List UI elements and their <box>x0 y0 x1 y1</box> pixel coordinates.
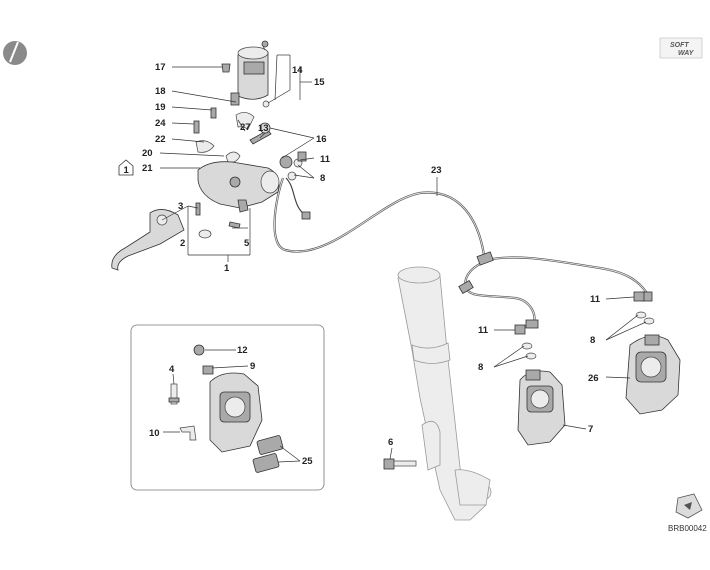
page-arrow-icon[interactable] <box>675 493 703 519</box>
callout-17: 17 <box>155 62 166 73</box>
brand-line-1: SOFT <box>670 42 689 49</box>
master-cylinder-assembly <box>111 40 311 271</box>
callout-20: 20 <box>142 148 153 159</box>
right-leaders <box>389 296 647 460</box>
callout-14: 14 <box>292 65 303 76</box>
callout-labels: 17 18 19 24 22 20 21 27 13 14 15 16 11 8… <box>142 62 601 467</box>
callout-21: 21 <box>142 163 153 174</box>
callout-11-top: 11 <box>320 154 331 165</box>
callout-3: 3 <box>178 201 183 212</box>
callout-19: 19 <box>155 102 166 113</box>
semicircle-tab-icon <box>3 41 27 65</box>
inset-caliper-detail <box>130 324 325 491</box>
callout-8-right: 8 <box>590 335 595 346</box>
brand-line-2: WAY <box>678 50 695 57</box>
callout-26: 26 <box>588 373 599 384</box>
right-fasteners <box>383 291 655 470</box>
callout-6: 6 <box>388 437 393 448</box>
callout-4: 4 <box>169 364 175 375</box>
brand-badge: SOFT WAY <box>659 37 703 59</box>
caliper-right <box>625 334 681 415</box>
callout-2: 2 <box>180 238 185 249</box>
callout-16: 16 <box>316 134 327 145</box>
callout-8-middle: 8 <box>478 362 483 373</box>
callout-24: 24 <box>155 118 166 129</box>
callout-15: 15 <box>314 77 325 88</box>
callout-12: 12 <box>237 345 248 356</box>
note-flag-number: 1 <box>124 165 130 176</box>
callout-27: 27 <box>240 122 251 133</box>
callout-9: 9 <box>250 361 255 372</box>
callout-1: 1 <box>224 263 230 274</box>
callout-23: 23 <box>431 165 442 176</box>
pentagon-flag-icon: 1 <box>118 159 134 176</box>
callout-5: 5 <box>244 238 250 249</box>
caliper-left <box>517 369 566 446</box>
callout-13: 13 <box>258 123 269 134</box>
callout-18: 18 <box>155 86 166 97</box>
callout-25: 25 <box>302 456 313 467</box>
callout-8-top: 8 <box>320 173 325 184</box>
fork-leg <box>397 266 492 521</box>
callout-11-middle: 11 <box>478 325 489 336</box>
brake-hoses <box>273 177 653 329</box>
reference-code: BRB00042 <box>668 524 707 533</box>
callout-11-right: 11 <box>590 294 601 305</box>
callout-22: 22 <box>155 134 166 145</box>
callout-7: 7 <box>588 424 593 435</box>
master-cylinder-leaders <box>159 54 315 262</box>
callout-10: 10 <box>149 428 160 439</box>
